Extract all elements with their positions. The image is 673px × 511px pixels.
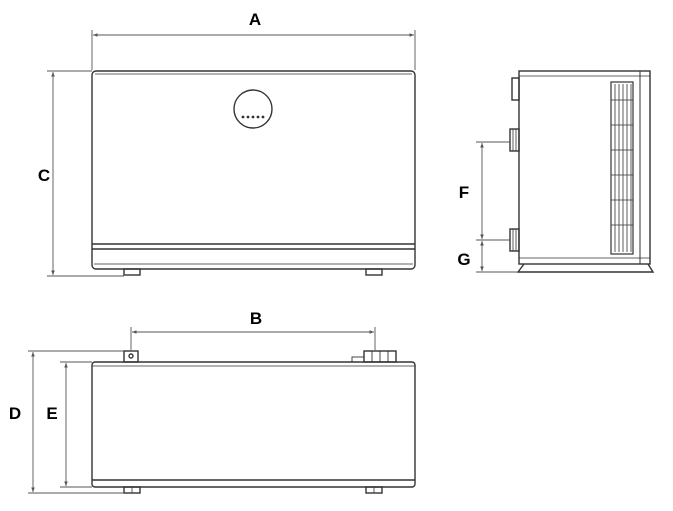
dimension-label-d: D (9, 404, 21, 423)
control-buttons (241, 115, 265, 119)
control-display-icon (233, 89, 273, 129)
front-view-body (91, 70, 416, 270)
top-view-body (91, 361, 416, 488)
side-view (509, 70, 655, 273)
dimension-label-e: E (46, 404, 57, 423)
dimension-b (130, 327, 376, 350)
dimension-e (60, 361, 92, 488)
dimension-a (91, 30, 416, 70)
water-outlet-fitting (509, 128, 520, 152)
dimension-label-g: G (457, 250, 470, 269)
dimension-f (476, 141, 510, 241)
front-view (91, 70, 416, 276)
left-mounting-bracket (123, 350, 139, 363)
dimension-d (28, 350, 124, 494)
side-view-body (518, 70, 651, 265)
dimension-c (47, 70, 124, 277)
dimension-label-c: C (38, 166, 50, 185)
bracket-hole-icon (128, 353, 134, 359)
top-view (91, 350, 416, 494)
front-view-foot-right (365, 268, 383, 276)
dimension-label-a: A (249, 10, 261, 29)
dimension-label-f: F (459, 183, 469, 202)
dimension-g (476, 241, 518, 273)
dimension-label-b: B (250, 309, 262, 328)
side-view-base-plinth (516, 263, 655, 273)
front-view-foot-left (123, 268, 141, 276)
side-view-top-fitting (511, 77, 520, 101)
water-inlet-fitting (509, 228, 520, 252)
fan-grille (610, 81, 634, 255)
